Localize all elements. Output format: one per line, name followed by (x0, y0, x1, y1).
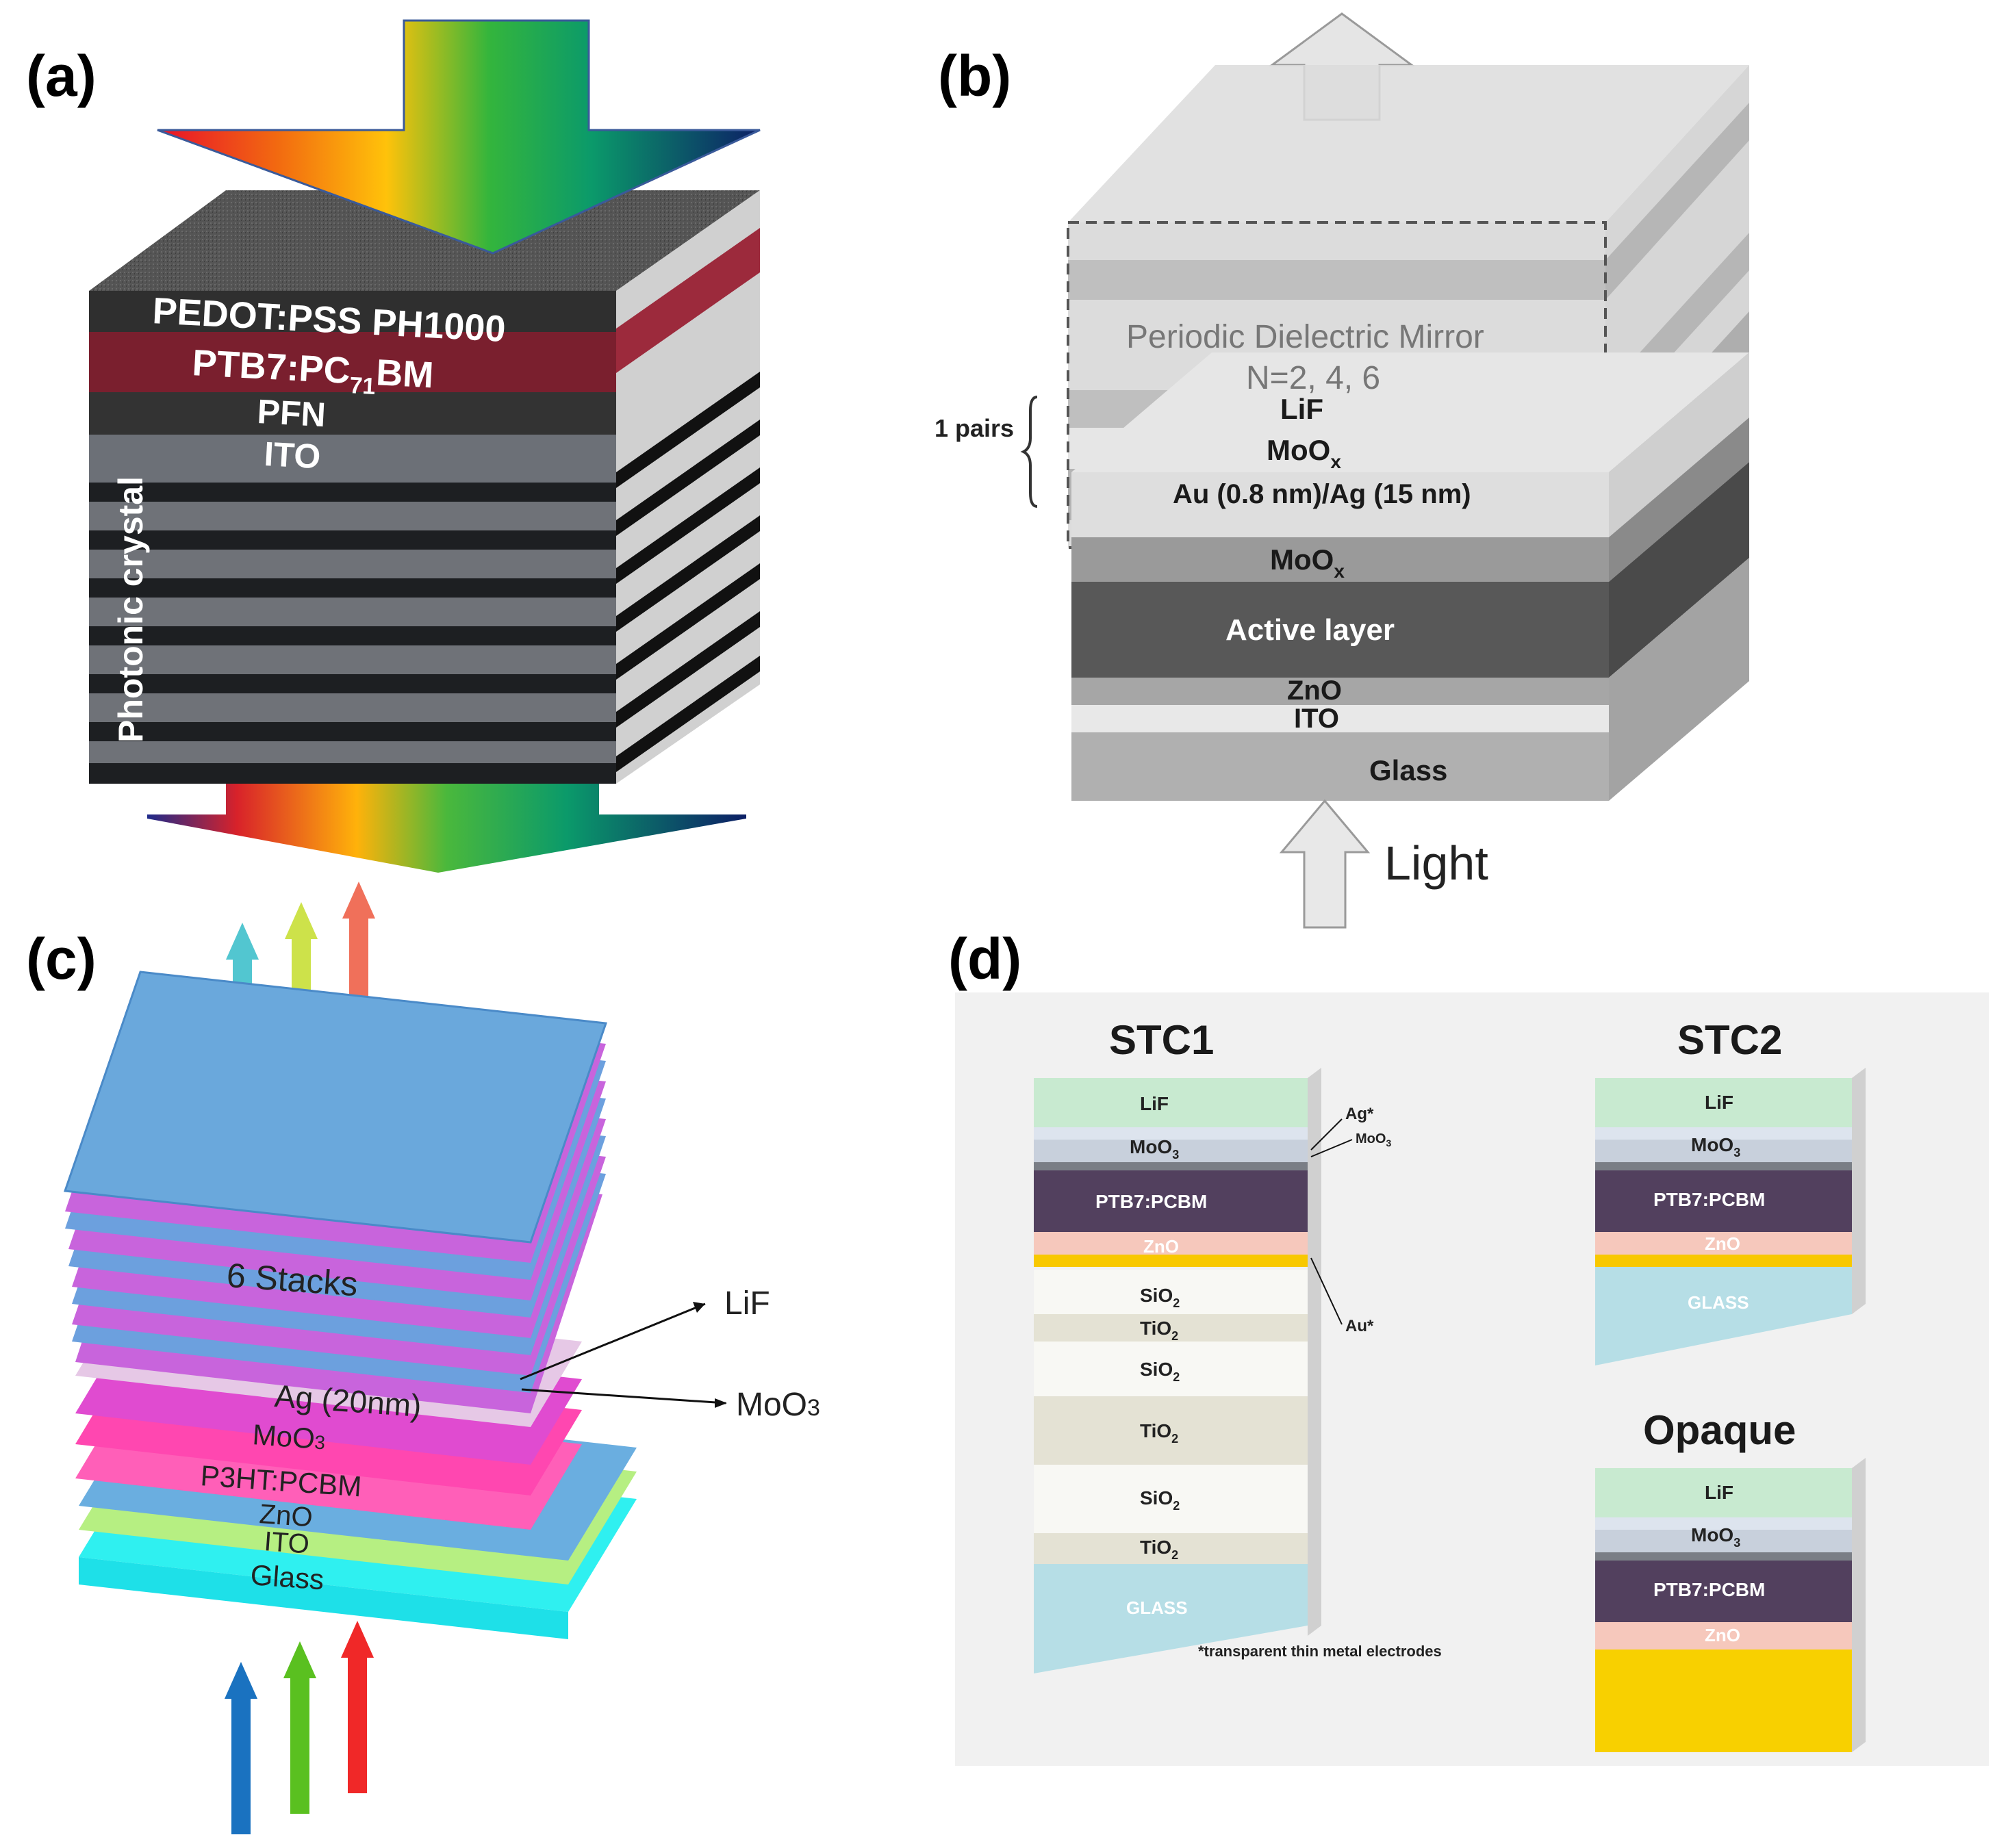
stc1-tio2-a: TiO2 (1140, 1318, 1178, 1343)
panel-label-c: (c) (26, 927, 97, 991)
stc1-moo3: MoO3 (1130, 1136, 1179, 1162)
panel-a: (a) (26, 19, 761, 873)
label-6-stacks: 6 Stacks (225, 1256, 359, 1303)
stc1-zno: ZnO (1143, 1236, 1179, 1257)
stack-opaque (1595, 1458, 1866, 1752)
stc2-moo3: MoO3 (1691, 1134, 1740, 1159)
stack-a-front (89, 291, 616, 784)
label-auag: Au (0.8 nm)/Ag (15 nm) (1173, 479, 1471, 509)
opaque-lif: LiF (1705, 1482, 1733, 1503)
pointer-moo3-small (1310, 1139, 1353, 1157)
stack-a-top (89, 190, 760, 291)
label-glass-b: Glass (1369, 754, 1447, 786)
title-opaque: Opaque (1643, 1407, 1796, 1453)
label-moox-top: MoOx (1267, 434, 1341, 472)
stc1-sio2-c: SiO2 (1140, 1487, 1180, 1513)
label-pfn: PFN (256, 392, 327, 434)
transmitted-light-arrow (147, 784, 746, 873)
pointer-au (1310, 1257, 1343, 1325)
label-lif-b: LiF (1280, 393, 1323, 425)
label-zno-b: ZnO (1287, 676, 1342, 706)
panel-d: (d) STC1 STC2 Opaque Ag* MoO3 (948, 927, 1989, 1766)
device-b (1071, 352, 1749, 801)
panel-label-a: (a) (26, 44, 97, 108)
stc1-tio2-c: TiO2 (1140, 1537, 1178, 1562)
opaque-moo3: MoO3 (1691, 1524, 1740, 1550)
pointer-ag (1310, 1118, 1343, 1151)
pointer-moo3 (521, 1388, 726, 1404)
label-moo3-c: MoO3 (251, 1418, 327, 1455)
stacks-c (63, 971, 608, 1413)
pointer-lif (520, 1302, 706, 1381)
stc2-ptb7: PTB7:PCBM (1653, 1189, 1765, 1210)
label-moo3-c-arrow: MoO3 (736, 1387, 820, 1423)
stc1-lif: LiF (1140, 1093, 1169, 1114)
label-ptb7-pc71bm: PTB7:PC71BM (191, 342, 435, 402)
label-glass-c: Glass (249, 1558, 325, 1595)
stack-stc1 (1034, 1068, 1321, 1673)
label-moox: MoOx (1270, 543, 1345, 582)
label-ito-a: ITO (263, 435, 321, 476)
stc2-zno: ZnO (1705, 1233, 1740, 1254)
label-zno-c: ZnO (258, 1499, 314, 1532)
label-lif-c: LiF (724, 1285, 770, 1322)
label-au-star: Au* (1345, 1317, 1374, 1335)
light-arrow-b (1279, 799, 1371, 929)
opaque-zno: ZnO (1705, 1625, 1740, 1645)
label-photonic-crystal: Photonic crystal (112, 476, 150, 743)
light-arrows-c (225, 1621, 374, 1834)
stack-stc2 (1595, 1068, 1866, 1365)
opaque-ptb7: PTB7:PCBM (1653, 1579, 1765, 1600)
stc1-sio2-b: SiO2 (1140, 1359, 1180, 1384)
label-ito-b: ITO (1294, 704, 1339, 734)
label-active-layer: Active layer (1225, 613, 1395, 647)
incoming-light-arrow (157, 19, 761, 255)
label-mirror: Periodic Dielectric Mirror (1126, 319, 1484, 355)
stc1-sio2-a: SiO2 (1140, 1285, 1180, 1310)
label-ag-star: Ag* (1345, 1105, 1374, 1123)
stc2-lif: LiF (1705, 1092, 1733, 1113)
label-ito-c: ITO (263, 1526, 310, 1559)
stc1-ptb7: PTB7:PCBM (1095, 1191, 1207, 1212)
panel-label-b: (b) (938, 44, 1011, 108)
label-pairs: 1 pairs (935, 414, 1014, 442)
label-n: N=2, 4, 6 (1246, 360, 1380, 396)
title-stc1: STC1 (1109, 1017, 1214, 1063)
panel-b: (b) (935, 12, 1749, 929)
stack-a-side (616, 190, 760, 784)
stc1-glass: GLASS (1126, 1597, 1188, 1618)
label-note: *transparent thin metal electrodes (1198, 1643, 1442, 1660)
label-light: Light (1384, 836, 1488, 890)
title-stc2: STC2 (1677, 1017, 1782, 1063)
stc1-tio2-b: TiO2 (1140, 1420, 1178, 1446)
panel-c: (c) (26, 882, 820, 1834)
panel-label-d: (d) (948, 927, 1021, 991)
label-moo3-small: MoO3 (1356, 1131, 1391, 1148)
stc2-glass: GLASS (1688, 1292, 1749, 1313)
pairs-brace (1020, 396, 1038, 508)
